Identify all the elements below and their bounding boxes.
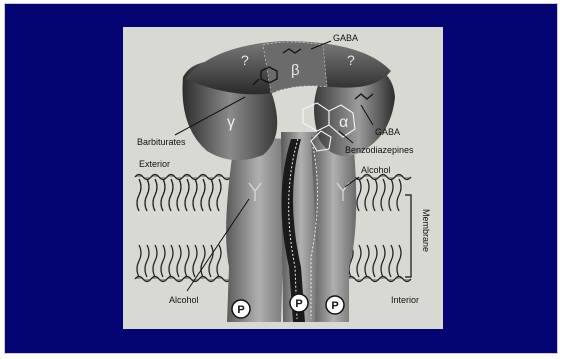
label-beta: β xyxy=(291,62,300,79)
label-membrane: Membrane xyxy=(421,209,431,252)
receptor-stem-left xyxy=(226,137,291,322)
label-interior: Interior xyxy=(391,295,419,305)
phospho-label-1: P xyxy=(237,304,244,316)
phospho-label-3: P xyxy=(331,300,338,312)
label-question-left: ? xyxy=(241,52,249,68)
label-question-right: ? xyxy=(347,52,355,68)
label-alcohol-right: Alcohol xyxy=(361,165,391,175)
slide-background: P P P GABA ? β ? γ α GABA Barbiturates B… xyxy=(4,3,558,354)
phospho-label-2: P xyxy=(295,298,302,310)
receptor-illustration: P P P GABA ? β ? γ α GABA Barbiturates B… xyxy=(123,27,443,329)
label-gaba-right: GABA xyxy=(375,127,400,137)
label-alpha: α xyxy=(339,114,348,131)
label-gaba-top: GABA xyxy=(333,33,358,43)
membrane-bracket xyxy=(405,195,411,277)
phospho-site-3: P xyxy=(326,296,344,314)
label-barbiturates: Barbiturates xyxy=(137,137,186,147)
receptor-stem-right xyxy=(311,137,356,322)
gaba-receptor-diagram: P P P GABA ? β ? γ α GABA Barbiturates B… xyxy=(123,27,443,329)
membrane-left xyxy=(135,175,231,282)
label-benzodiazepines: Benzodiazepines xyxy=(345,145,414,155)
label-exterior: Exterior xyxy=(139,159,170,169)
label-gamma: γ xyxy=(227,114,235,131)
membrane-right xyxy=(347,175,411,282)
phospho-site-2: P xyxy=(290,294,308,312)
label-alcohol-left: Alcohol xyxy=(169,295,199,305)
phospho-site-1: P xyxy=(232,300,250,318)
